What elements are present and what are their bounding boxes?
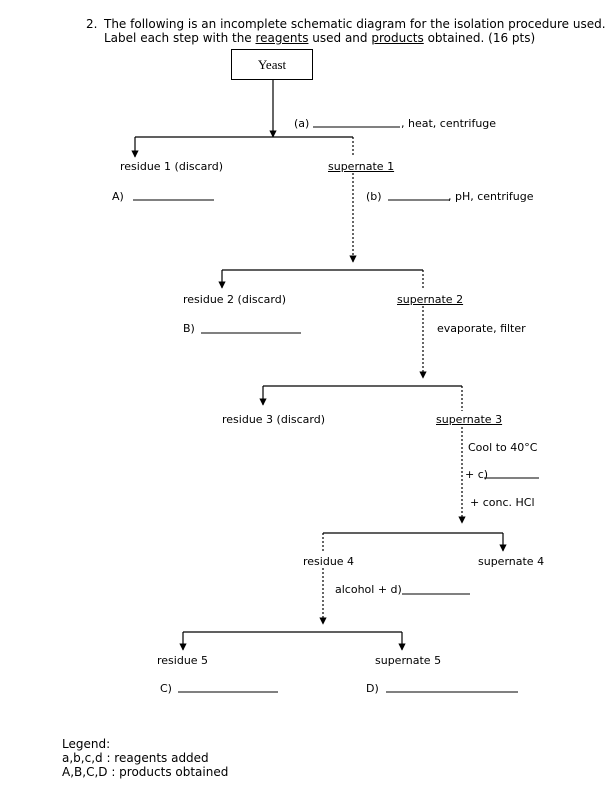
legend-title: Legend: [62,737,111,751]
residue-3: residue 3 (discard) [222,413,326,426]
question-line-2: Label each step with the reagents used a… [104,31,535,45]
step-a-label: (a) [294,117,310,130]
legend-products: A,B,C,D : products obtained [62,765,229,779]
product-C-label: C) [160,682,172,695]
supernate-5: supernate 5 [375,654,442,667]
yeast-box: Yeast [231,49,313,80]
step-a-conditions: , heat, centrifuge [401,117,497,130]
product-D-label: D) [366,682,379,695]
question-line-1: The following is an incomplete schematic… [104,17,606,31]
question-number: 2. [86,17,98,31]
cool-step: Cool to 40°C [468,441,538,454]
plus-hcl: + conc. HCl [470,496,535,509]
residue-1: residue 1 (discard) [120,160,224,173]
supernate-4: supernate 4 [478,555,545,568]
supernate-2: supernate 2 [397,293,464,306]
product-B-label: B) [183,322,195,335]
question-line-2-pre: Label each step with the [104,31,256,45]
residue-4: residue 4 [303,555,355,568]
plus-c-label: + c) [465,468,489,481]
question-line-2-post: obtained. (16 pts) [423,31,536,45]
step-b-label: (b) [366,190,382,203]
legend-reagents: a,b,c,d : reagents added [62,751,209,765]
supernate-3: supernate 3 [436,413,503,426]
products-word: products [371,31,424,45]
supernate-1: supernate 1 [328,160,395,173]
alcohol-d-label: alcohol + d) [335,583,402,596]
step-b-conditions: , pH, centrifuge [448,190,534,203]
residue-5: residue 5 [157,654,209,667]
step-2-conditions: evaporate, filter [437,322,526,335]
reagents-word: reagents [255,31,309,45]
product-A-label: A) [112,190,124,203]
question-line-2-mid: used and [308,31,372,45]
residue-2: residue 2 (discard) [183,293,287,306]
yeast-label: Yeast [257,56,287,72]
